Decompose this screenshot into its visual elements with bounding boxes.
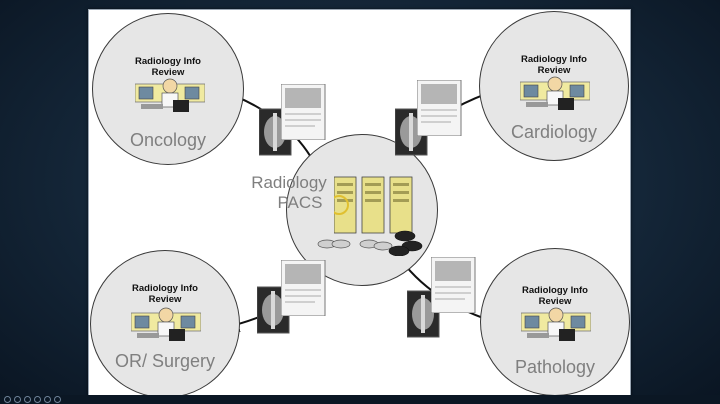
computer-workstation-icon xyxy=(135,78,205,112)
more-options-icon[interactable] xyxy=(54,396,61,403)
review-title-line2: Review xyxy=(148,294,182,305)
computer-workstation-icon xyxy=(520,76,590,110)
review-title-line2: Review xyxy=(151,67,185,78)
optical-disc-icon xyxy=(317,230,423,256)
or-surgery-circle: Radiology Info Review OR/ Surgery xyxy=(90,250,240,398)
review-title: Radiology Info Review xyxy=(481,285,629,307)
zoom-icon[interactable] xyxy=(44,396,51,403)
menu-icon[interactable] xyxy=(34,396,41,403)
review-title-line1: Radiology Info xyxy=(135,56,201,67)
review-title-line2: Review xyxy=(537,65,571,76)
previous-slide-icon[interactable] xyxy=(4,396,11,403)
pathology-label: Pathology xyxy=(514,357,596,377)
presentation-toolbar xyxy=(0,395,720,404)
review-title-line1: Radiology Info xyxy=(521,54,587,65)
pacs-label-line2: PACS xyxy=(277,193,323,212)
review-title: Radiology Info Review xyxy=(480,54,628,76)
or-surgery-label: OR/ Surgery xyxy=(114,351,216,371)
review-title-line1: Radiology Info xyxy=(522,285,588,296)
review-title: Radiology Info Review xyxy=(91,283,239,305)
computer-workstation-icon xyxy=(131,307,201,341)
document-report-icon xyxy=(281,84,326,140)
document-report-icon xyxy=(281,260,326,316)
next-slide-icon[interactable] xyxy=(14,396,21,403)
oncology-circle: Radiology Info Review Oncology xyxy=(92,13,244,165)
review-title-line2: Review xyxy=(538,296,572,307)
computer-workstation-icon xyxy=(521,307,591,341)
pen-icon[interactable] xyxy=(24,396,31,403)
pathology-circle: Radiology Info Review Pathology xyxy=(480,248,630,396)
review-title-line1: Radiology Info xyxy=(132,283,198,294)
oncology-label: Oncology xyxy=(129,130,207,150)
pacs-label-line1: Radiology xyxy=(251,173,327,192)
cardiology-circle: Radiology Info Review Cardiology xyxy=(479,11,629,161)
document-report-icon xyxy=(431,257,476,313)
server-rack-icon xyxy=(334,176,413,234)
slide-canvas: Radiology Info Review Oncology Radiology… xyxy=(88,9,631,399)
pacs-label: Radiology PACS xyxy=(239,173,339,213)
cardiology-label: Cardiology xyxy=(510,122,598,142)
document-report-icon xyxy=(417,80,462,136)
review-title: Radiology Info Review xyxy=(93,56,243,78)
